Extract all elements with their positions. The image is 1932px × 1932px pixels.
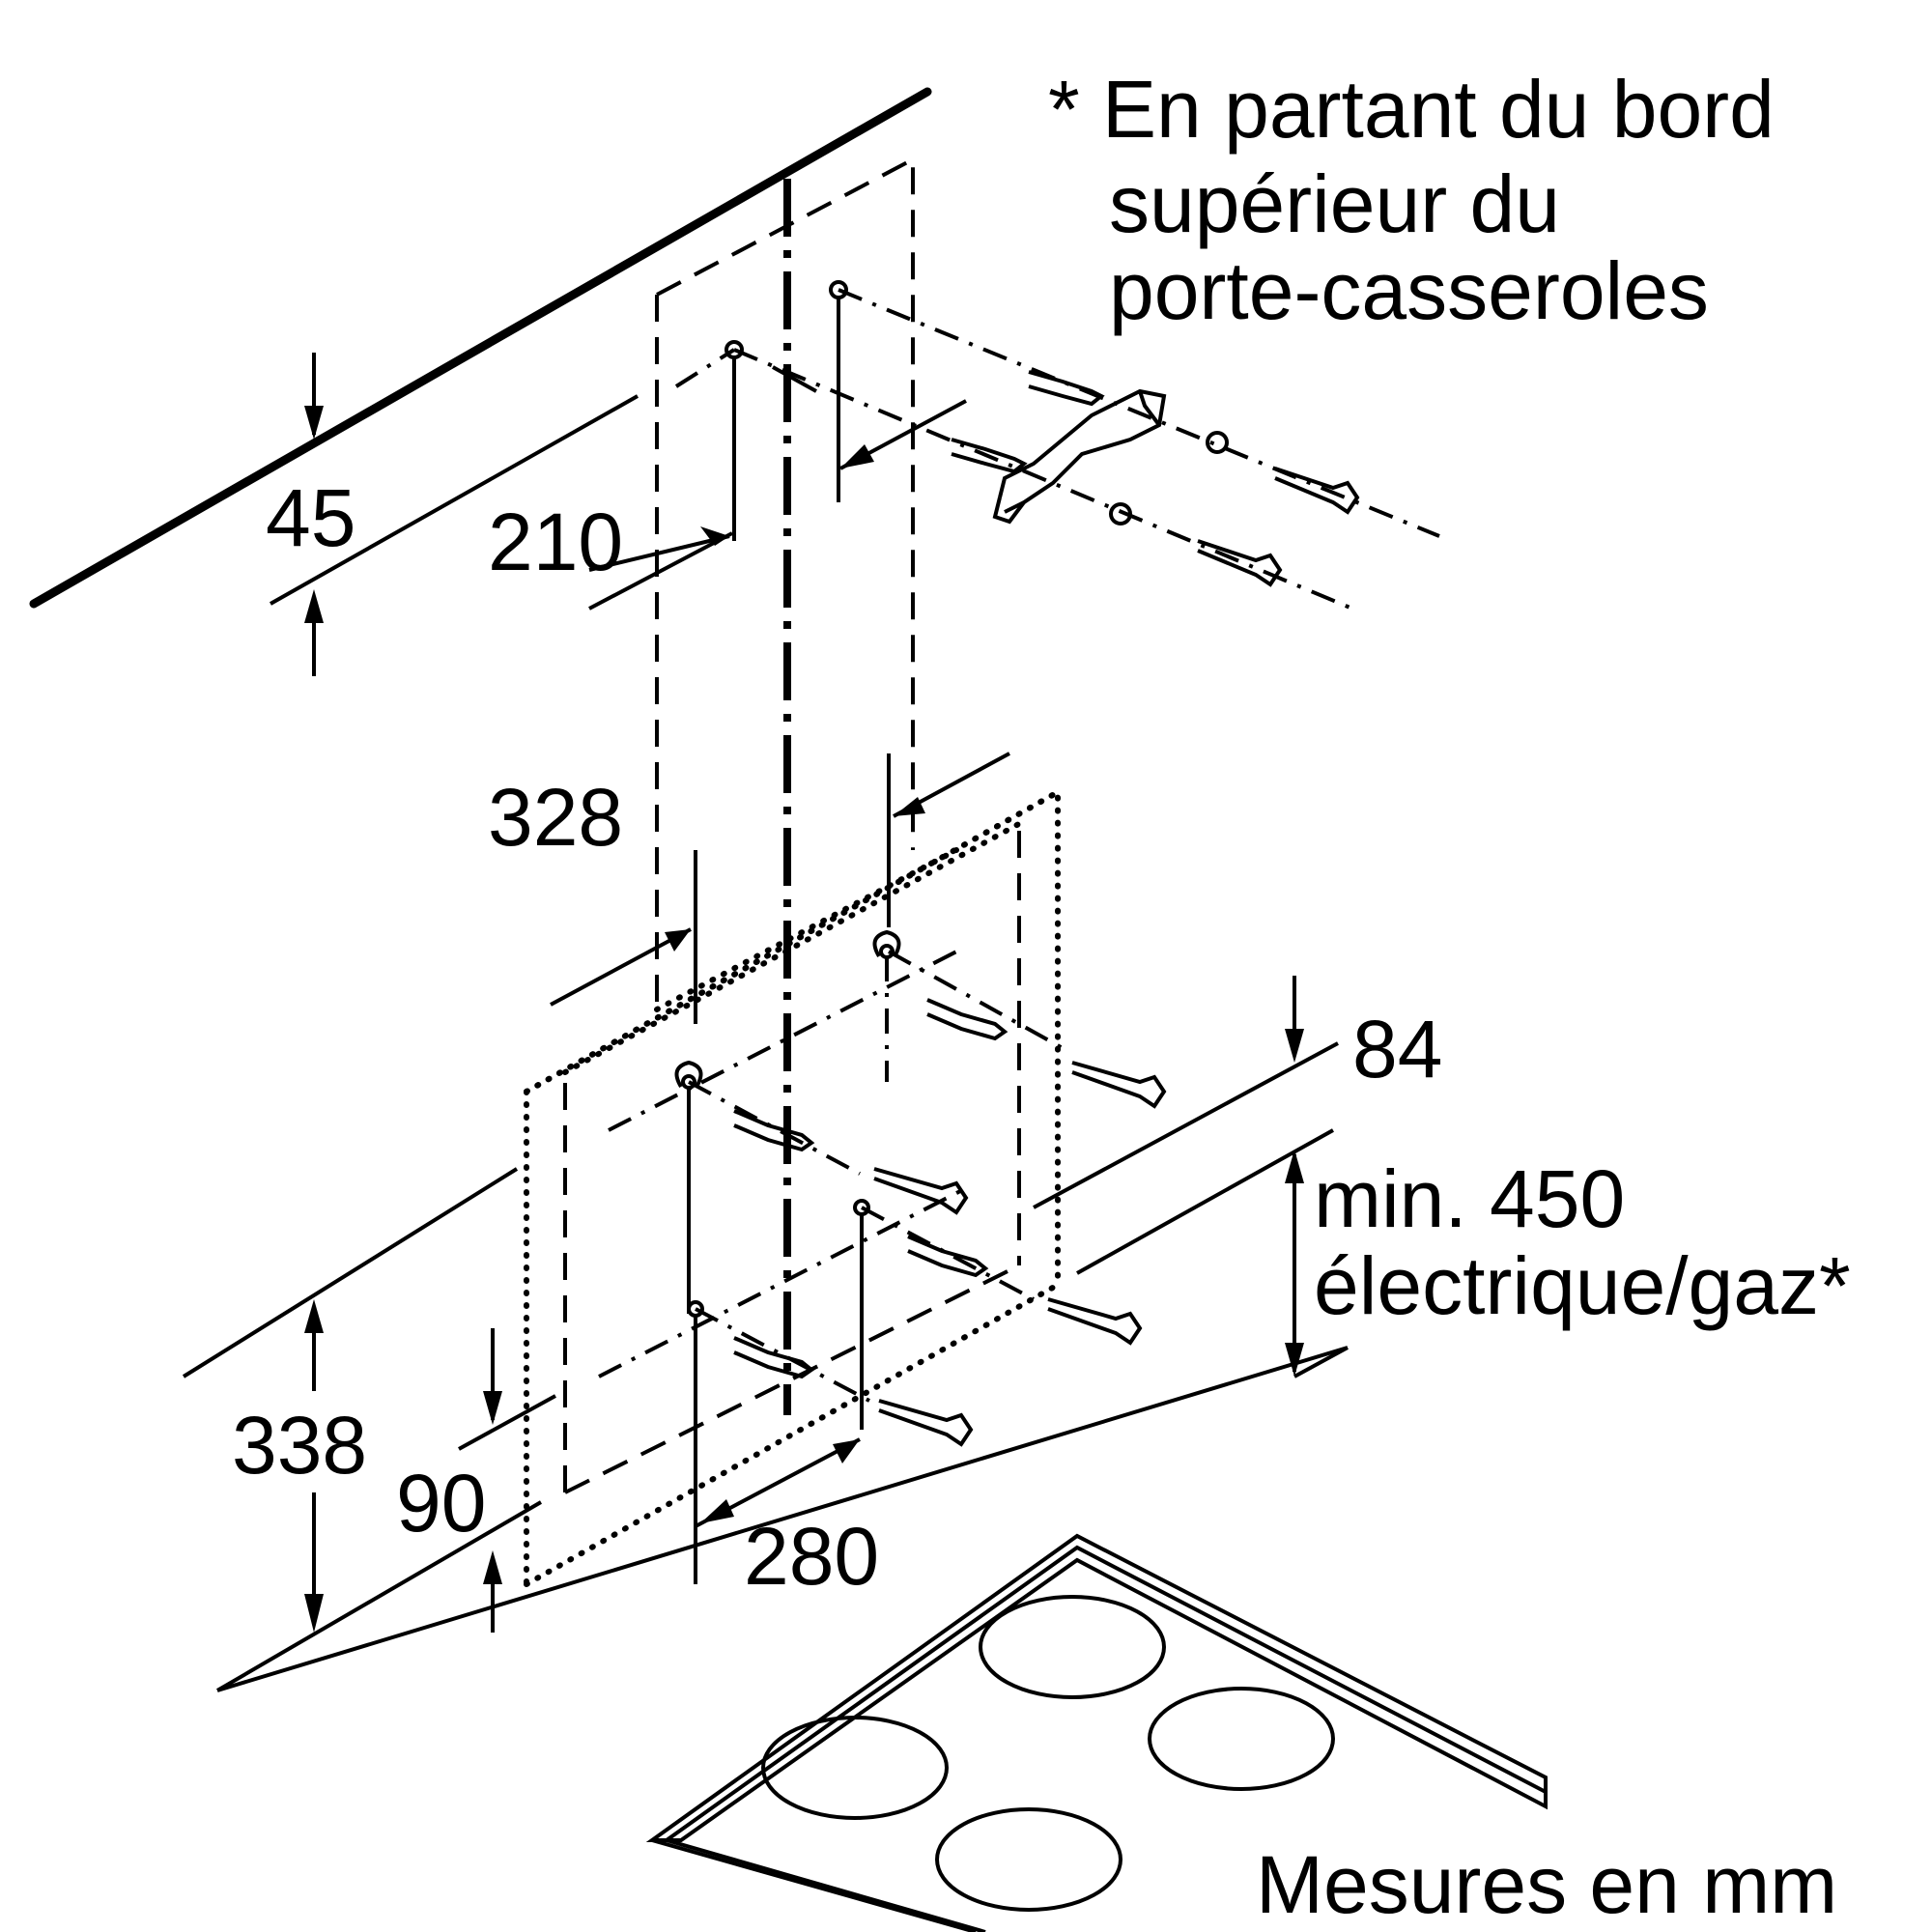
top-screws: [1197, 467, 1360, 587]
footnote-line-3: porte-casseroles: [1109, 245, 1709, 336]
dim-280: 280: [695, 1437, 879, 1602]
dim-90-label: 90: [396, 1458, 486, 1548]
dim-84-label: 84: [1352, 1004, 1442, 1094]
dim-338: 338: [182, 1167, 543, 1692]
dim-328-label: 328: [488, 772, 623, 863]
top-bracket-holes: [674, 280, 1440, 611]
dim-210: 210: [488, 399, 967, 611]
dim-90: 90: [396, 1328, 556, 1633]
dim-45-label: 45: [266, 472, 355, 563]
dim-min-450: min. 450 électrique/gaz*: [1076, 1128, 1851, 1378]
dim-84: 84: [1033, 976, 1442, 1209]
top-dowels: [951, 370, 1105, 474]
cooktop: [645, 1533, 1548, 1932]
burner-1: [979, 1595, 1166, 1699]
footnote-line-1: * En partant du bord: [1048, 64, 1775, 155]
upper-chimney-outline: [655, 156, 915, 1019]
burner-4: [935, 1807, 1122, 1912]
inner-dashed-box: [563, 831, 1021, 1494]
dim-210-label: 210: [488, 497, 623, 587]
dim-280-label: 280: [744, 1511, 879, 1602]
ceiling-line: [29, 87, 932, 609]
dim-338-label: 338: [232, 1400, 367, 1491]
top-washers: [1109, 431, 1229, 526]
burner-2: [1148, 1687, 1335, 1791]
footnote: * En partant du bord supérieur du porte-…: [1048, 64, 1775, 336]
units-label: Mesures en mm: [1256, 1839, 1837, 1930]
worktop-line: [216, 1346, 1349, 1692]
wall-bracket: [992, 388, 1167, 525]
lower-dowels: [733, 998, 1009, 1379]
lower-fixing-holes: [598, 929, 1064, 1584]
lower-screws: [873, 1061, 1167, 1447]
dim-min-450-label: min. 450: [1314, 1153, 1625, 1244]
dim-45: 45: [266, 353, 639, 676]
footnote-line-2: supérieur du: [1109, 158, 1560, 249]
dim-328: 328: [488, 752, 1010, 1024]
burner-3: [761, 1716, 949, 1820]
lower-chimney-outline: [524, 786, 1061, 1587]
dim-electrique-gaz-label: électrique/gaz*: [1314, 1240, 1851, 1331]
